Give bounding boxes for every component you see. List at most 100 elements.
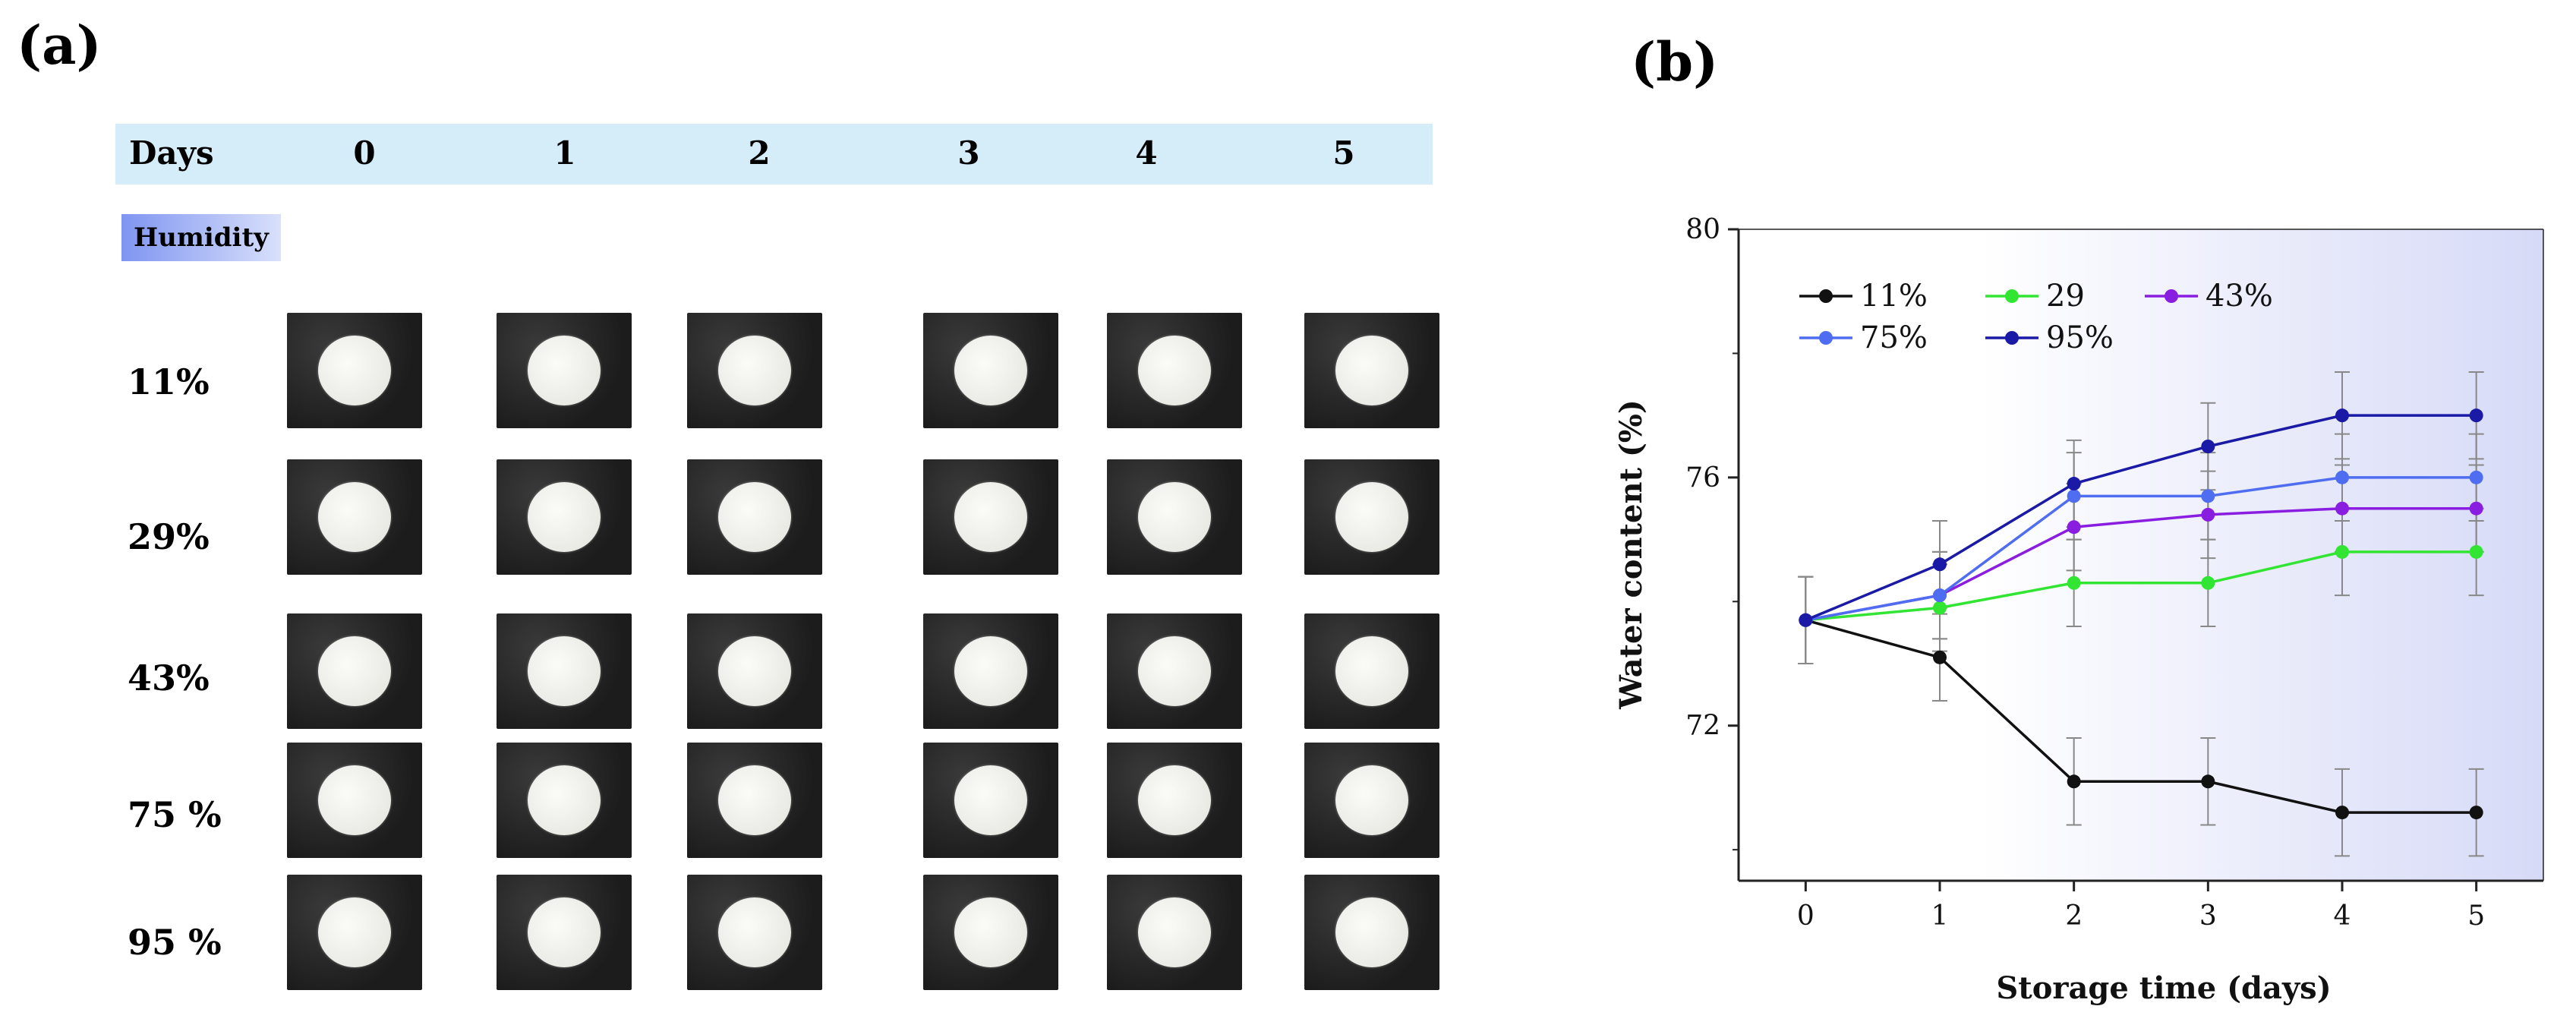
data-point: [2067, 477, 2081, 491]
data-point: [2335, 806, 2349, 820]
x-tick-label: 4: [2334, 900, 2351, 932]
sample-disc: [954, 897, 1027, 967]
sample-disc: [954, 482, 1027, 552]
sample-disc: [1335, 636, 1408, 706]
sample-photo: [497, 459, 632, 575]
legend-label: 75%: [1860, 320, 1928, 355]
sample-photo: [1304, 459, 1439, 575]
days-header-bar: Days 0 1 2 3 4 5: [115, 124, 1433, 184]
series-line: [1805, 550, 2477, 622]
legend-marker: [2005, 289, 2019, 303]
sample-photo: [687, 459, 822, 575]
day-label-4: 4: [1135, 134, 1158, 172]
series-line: [1805, 476, 2477, 622]
day-label-5: 5: [1332, 134, 1355, 172]
sample-photo: [1107, 613, 1242, 729]
legend-marker: [1819, 289, 1833, 303]
x-tick-label: 1: [1931, 900, 1949, 932]
sample-disc: [1335, 336, 1408, 405]
sample-disc: [528, 765, 601, 835]
sample-disc: [718, 636, 791, 706]
plot-background: [1739, 229, 2543, 881]
sample-disc: [318, 482, 391, 552]
x-tick-label: 3: [2199, 900, 2217, 932]
x-tick-label: 5: [2467, 900, 2485, 932]
sample-disc: [528, 482, 601, 552]
data-point: [2469, 408, 2483, 423]
sample-photo: [497, 743, 632, 858]
sample-disc: [318, 897, 391, 967]
day-label-3: 3: [957, 134, 980, 172]
y-tick-label: 76: [1685, 462, 1720, 494]
row-label-95: 95 %: [128, 922, 222, 963]
data-point: [1799, 613, 1813, 627]
row-label-29: 29%: [128, 516, 210, 557]
data-point: [2335, 470, 2349, 484]
data-point: [2067, 774, 2081, 789]
sample-disc: [954, 336, 1027, 405]
sample-photo: [1107, 875, 1242, 990]
sample-photo: [1304, 313, 1439, 428]
sample-photo: [497, 313, 632, 428]
data-point: [2469, 544, 2483, 559]
data-point: [2067, 520, 2081, 535]
sample-photo: [497, 875, 632, 990]
sample-disc: [1138, 765, 1211, 835]
sample-photo: [687, 613, 822, 729]
sample-photo: [1107, 459, 1242, 575]
sample-photo: [687, 875, 822, 990]
x-tick-label: 0: [1797, 900, 1815, 932]
y-axis-title: Water content (%): [1613, 399, 1649, 710]
sample-photo: [287, 459, 422, 575]
row-label-75: 75 %: [128, 794, 222, 835]
data-point: [2469, 806, 2483, 820]
sample-photo: [1107, 743, 1242, 858]
data-point: [1933, 601, 1947, 615]
sample-disc: [1138, 482, 1211, 552]
sample-disc: [318, 765, 391, 835]
legend-marker: [1819, 331, 1833, 345]
sample-photo: [1304, 613, 1439, 729]
data-point: [2469, 501, 2483, 516]
sample-photo: [923, 459, 1058, 575]
data-point: [2067, 489, 2081, 503]
sample-disc: [718, 336, 791, 405]
x-axis-title: Storage time (days): [1996, 970, 2331, 1006]
row-label-11: 11%: [128, 361, 210, 402]
sample-photo: [1304, 875, 1439, 990]
sample-photo: [1107, 313, 1242, 428]
data-point: [2335, 501, 2349, 516]
chart-series-points: [1799, 408, 2483, 820]
y-tick-label: 72: [1685, 711, 1720, 742]
sample-disc: [318, 636, 391, 706]
data-point: [2335, 408, 2349, 423]
data-point: [1933, 557, 1947, 572]
sample-photo: [923, 875, 1058, 990]
sample-photo: [287, 613, 422, 729]
sample-disc: [1138, 897, 1211, 967]
sample-disc: [718, 897, 791, 967]
legend-label: 43%: [2206, 279, 2273, 314]
data-point: [1933, 650, 1947, 664]
data-point: [2201, 440, 2215, 453]
legend-label: 29: [2046, 279, 2085, 314]
sample-disc: [1335, 765, 1408, 835]
legend-label: 11%: [1860, 279, 1928, 314]
row-label-43: 43%: [128, 658, 210, 699]
day-label-0: 0: [353, 134, 376, 172]
sample-disc: [318, 336, 391, 405]
legend-marker: [2005, 331, 2019, 345]
data-point: [2067, 576, 2081, 590]
data-point: [2469, 470, 2483, 484]
sample-photo: [923, 613, 1058, 729]
legend-marker: [2165, 289, 2178, 303]
sample-photo: [923, 313, 1058, 428]
sample-photo: [923, 743, 1058, 858]
sample-disc: [1138, 636, 1211, 706]
panel-b-label: (b): [1631, 30, 1719, 93]
sample-disc: [528, 336, 601, 405]
y-tick-label: 80: [1685, 214, 1720, 245]
data-point: [2201, 576, 2215, 590]
